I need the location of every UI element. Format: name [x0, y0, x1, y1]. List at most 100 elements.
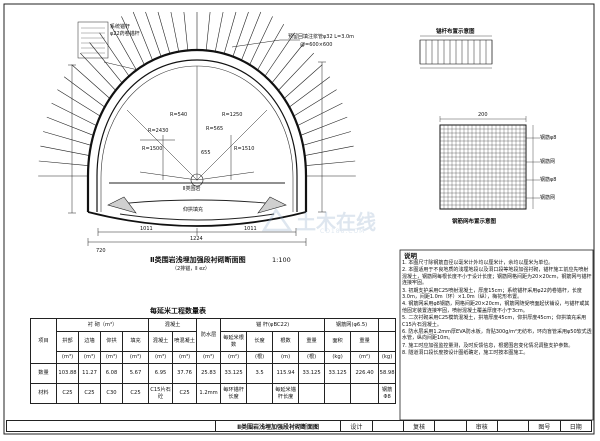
qty-cell: 37.76 [172, 363, 198, 384]
material-cell: 钢筋Φ8 [378, 383, 397, 404]
qty-cell: 11.27 [78, 363, 101, 384]
road-surface [108, 199, 286, 206]
unit-cell: (m³) [100, 351, 123, 364]
anchor-bolt-line [145, 11, 162, 58]
title-block-name: Ⅱ类围岩浅埋加强段衬砌断面图 [214, 420, 342, 432]
anchor-bolt-line [214, 11, 224, 53]
anchor-bolt-line [288, 76, 331, 108]
material-cell: 每延米锚杆长度 [272, 383, 300, 404]
mesh-title: 钢筋网布置示意图 [452, 219, 497, 225]
qty-cell: 25.83 [196, 363, 222, 384]
anchor-bolt-line [51, 102, 97, 126]
anchor-bolt-line [305, 145, 354, 156]
anchor-bolt-line [89, 42, 123, 84]
qty-cell: 226.40 [350, 363, 380, 384]
rock-class-label: Ⅱ类围岩 [183, 186, 201, 192]
subheader-lining: 边墙 [78, 331, 101, 352]
r1-label: R=540 [170, 112, 188, 118]
corner-mark [580, 3, 595, 14]
left-callout-box [77, 21, 109, 59]
anchor-layout-detail [419, 35, 493, 69]
header-drain: 防水层 [196, 318, 222, 352]
r2-label: R=565 [206, 126, 224, 132]
anchor-bolt-line [63, 76, 106, 108]
tunnel-section [38, 11, 356, 246]
note-item: 6. 防水层采用1.2mm厚EVA防水板，背贴300g/m²无纺布，环向盲管采用… [402, 329, 592, 342]
mesh-dim-1: 钢筋φ8 [540, 135, 557, 141]
steel-mesh-drawing [439, 116, 540, 210]
anchor-bolt-line [297, 102, 343, 126]
title-block-design: 设计 [340, 420, 373, 432]
anchor-bolt-line [43, 131, 91, 146]
header-item: 项目 [30, 318, 57, 364]
material-cell: C25 [78, 383, 101, 404]
anchor-bolt-line [293, 89, 337, 117]
material-cell: C15片石砼 [148, 383, 174, 404]
note-item: 8. 隧道洞口段长度按设计图纸确定，施工时按本图施工。 [402, 350, 529, 357]
section-scale: 1:100 [272, 256, 291, 264]
grout-pipe-spacing: @=600×600 [300, 42, 333, 48]
qty-cell: 6.95 [148, 363, 174, 384]
anchor-bolt-line [57, 89, 101, 117]
anchor-bolt-line [283, 64, 323, 100]
material-cell: C25 [56, 383, 79, 404]
inner-lining-outline [96, 59, 298, 212]
anchor-bolt-line [240, 11, 262, 62]
subheader-lining: 拱部 [56, 331, 79, 352]
material-cell: 每环锚杆长度 [220, 383, 248, 404]
title-block-date: 日期 [559, 420, 593, 432]
subheader-mesh: 重量 [350, 331, 380, 352]
unit-cell: (m) [272, 351, 300, 364]
anchor-bolt-line [40, 145, 89, 156]
anchor-bolt-line [46, 116, 94, 136]
title-block-audit-val [496, 420, 530, 432]
title-block-drawing-no: 图号 [528, 420, 561, 432]
mesh-dim-2: 钢筋网 [540, 159, 556, 165]
anchor-bolt-line [38, 160, 88, 166]
anchor-bolt-line [79, 52, 117, 92]
material-cell [324, 383, 352, 404]
invert-fill-label: 仰拱填充 [183, 207, 204, 213]
qty-cell: 33.125 [220, 363, 248, 384]
leader-lines [103, 39, 300, 71]
mesh-width-label: 200 [478, 112, 488, 118]
left-callout-text-lines [81, 27, 105, 54]
subheader-shotcrete: 喷混凝土 [172, 331, 198, 352]
qty-cell: 3.5 [246, 363, 274, 384]
inner-radius-label-2: R=1250 [222, 112, 243, 118]
radius-lines [126, 66, 268, 181]
subheader-concrete: 混凝土 [148, 331, 174, 352]
note-item: 3. 初期支护采用C25喷射混凝土，厚度15cm；系统锚杆采用φ22药卷锚杆，长… [402, 287, 582, 301]
anchor-bolt-line [170, 11, 180, 53]
mesh-dim-3: 钢筋φ8 [540, 177, 557, 183]
qty-cell: 33.125 [324, 363, 352, 384]
anchor-bolt-line [121, 16, 146, 66]
anchor-bolt-line [205, 11, 211, 52]
header-blank [378, 318, 397, 332]
dim-right-label: 1011 [244, 226, 257, 232]
row-label-qty: 数量 [30, 363, 57, 384]
dim-total-label: 1224 [190, 236, 203, 242]
anchor-bolt-line [300, 116, 348, 136]
unit-cell: (m³) [196, 351, 222, 364]
anchor-callout-label: 系统锚杆 [110, 24, 131, 30]
anchor-bolt-line [271, 42, 305, 84]
r4-label: R=1510 [234, 146, 255, 152]
subheader-anchor: 每延米根数 [220, 331, 248, 352]
mesh-dim-4: 钢筋网 [540, 195, 556, 201]
title-block-review: 复核 [402, 420, 436, 432]
title-block-blank [6, 420, 216, 432]
qty-cell: 33.125 [298, 363, 326, 384]
header-mesh: 钢筋网(φ6.5) [324, 318, 380, 332]
anchor-bolt-line [256, 23, 285, 72]
title-block-audit: 审核 [465, 420, 498, 432]
anchor-bolt-line [132, 11, 154, 62]
subheader-anchor: 重量 [298, 331, 326, 352]
unit-cell: (m³) [121, 351, 150, 364]
note-item: 4. 钢筋网采用φ8钢筋，网格间距20×20cm，钢筋网随受喷面起伏铺设，与锚杆… [402, 301, 590, 314]
subheader-mesh: 面积 [324, 331, 352, 352]
anchor-bolt-line [303, 131, 351, 146]
invert-outer [87, 211, 307, 227]
